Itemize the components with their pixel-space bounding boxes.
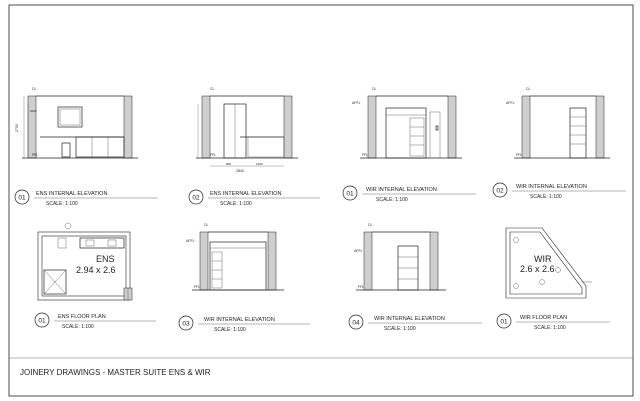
ffl-mark: FFL — [358, 285, 364, 289]
sheet-title: JOINERY DRAWINGS - MASTER SUITE ENS & WI… — [20, 368, 211, 377]
affl-mark: AFFL — [352, 101, 361, 105]
cl-mark: CL — [32, 87, 37, 91]
view-title: WIR FLOOR PLAN — [520, 315, 567, 321]
view-label-6: 03 WIR INTERNAL ELEVATION SCALE: 1:100 — [178, 315, 310, 333]
room-name-wir: WIR — [534, 254, 552, 264]
view-number: 01 — [500, 319, 508, 326]
view-label-8: 01 WIR FLOOR PLAN SCALE: 1:100 — [496, 313, 610, 331]
view-scale: SCALE: 1:100 — [376, 197, 408, 203]
toilet — [61, 142, 71, 158]
ens-floor-plan: ENS 2.94 x 2.6 — [37, 222, 133, 301]
view-label-1: 01 ENS INTERNAL ELEVATION SCALE: 1:100 — [14, 189, 158, 207]
view-scale: SCALE: 1:100 — [220, 201, 252, 207]
view-title: ENS INTERNAL ELEVATION — [36, 191, 107, 197]
view-scale: SCALE: 1:100 — [534, 325, 566, 331]
cl-mark: CL — [526, 87, 531, 91]
towel-rail — [247, 136, 285, 158]
wir-floor-plan: WIR 2.6 x 2.6 — [505, 227, 592, 299]
cl-mark: CL — [372, 87, 377, 91]
view-number: 03 — [182, 321, 190, 328]
drawer-column — [409, 117, 425, 157]
room-name-ens: ENS — [96, 254, 115, 264]
view-number: 04 — [352, 320, 360, 327]
wir-elevation-04: AFFL CL FFL — [354, 223, 446, 291]
view-label-3: 01 WIR INTERNAL ELEVATION SCALE: 1:100 — [342, 185, 476, 203]
view-number: 01 — [18, 195, 26, 202]
view-number: 01 — [346, 191, 354, 198]
dim-1400: 1400 — [256, 162, 263, 166]
view-title: WIR INTERNAL ELEVATION — [366, 187, 437, 193]
vanity-top — [79, 237, 125, 249]
vanity — [75, 136, 125, 158]
view-scale: SCALE: 1:100 — [384, 326, 416, 332]
sheet-border — [8, 4, 634, 397]
dim-2700: 2700 — [15, 124, 19, 132]
dim-2840: 2840 — [236, 169, 244, 173]
view-label-7: 04 WIR INTERNAL ELEVATION SCALE: 1:100 — [348, 314, 482, 332]
ens-elevation-02: 2840 900 1400 CL FFL — [196, 87, 298, 173]
affl-mark: AFFL — [506, 101, 515, 105]
shower-base — [43, 269, 67, 295]
cl-mark: CL — [368, 223, 373, 227]
wir-elevation-02: AFFL CL FFL — [506, 87, 610, 159]
wir-elevation-01: AFFL CL FFL — [352, 87, 462, 159]
ffl-mark: FFL — [32, 153, 38, 157]
view-title: ENS FLOOR PLAN — [58, 314, 106, 320]
view-number: 01 — [38, 318, 46, 325]
view-scale: SCALE: 1:100 — [214, 327, 246, 333]
view-title: WIR INTERNAL ELEVATION — [516, 184, 587, 190]
view-scale: SCALE: 1:100 — [46, 201, 78, 207]
ffl-mark: FFL — [362, 153, 368, 157]
ffl-mark: FFL — [194, 285, 200, 289]
view-title: ENS INTERNAL ELEVATION — [210, 191, 281, 197]
room-size-ens: 2.94 x 2.6 — [76, 265, 116, 275]
view-title: WIR INTERNAL ELEVATION — [374, 316, 445, 322]
view-label-2: 02 ENS INTERNAL ELEVATION SCALE: 1:100 — [188, 189, 320, 207]
wardrobe-unit — [209, 241, 267, 291]
view-number: 02 — [192, 195, 200, 202]
wir-elevation-03: AFFL CL FFL — [186, 223, 284, 291]
view-scale: SCALE: 1:100 — [62, 324, 94, 330]
ffl-mark: FFL — [210, 153, 216, 157]
view-label-4: 02 WIR INTERNAL ELEVATION SCALE: 1:100 — [492, 182, 626, 200]
view-label-5: 01 ENS FLOOR PLAN SCALE: 1:100 — [34, 312, 156, 330]
cl-mark: CL — [210, 87, 215, 91]
drawer-tower — [569, 107, 587, 159]
view-scale: SCALE: 1:100 — [530, 194, 562, 200]
view-number: 02 — [496, 188, 504, 195]
affl-mark: AFFL — [186, 239, 195, 243]
toilet-pan — [57, 237, 67, 249]
ffl-mark: FFL — [516, 153, 522, 157]
door-opening — [429, 111, 441, 159]
basin-1 — [85, 239, 95, 247]
basin-2 — [107, 239, 117, 247]
affl-mark: AFFL — [354, 249, 363, 253]
wardrobe-unit — [385, 107, 427, 159]
view-title: WIR INTERNAL ELEVATION — [204, 317, 275, 323]
dim-2000: 2000 — [30, 109, 37, 113]
room-size-wir: 2.6 x 2.6 — [520, 264, 555, 274]
dim-900: 900 — [226, 162, 231, 166]
cl-mark: CL — [204, 223, 209, 227]
mirror — [57, 106, 83, 128]
ens-elevation-01: 2700 2000 CL FFL — [15, 87, 138, 159]
